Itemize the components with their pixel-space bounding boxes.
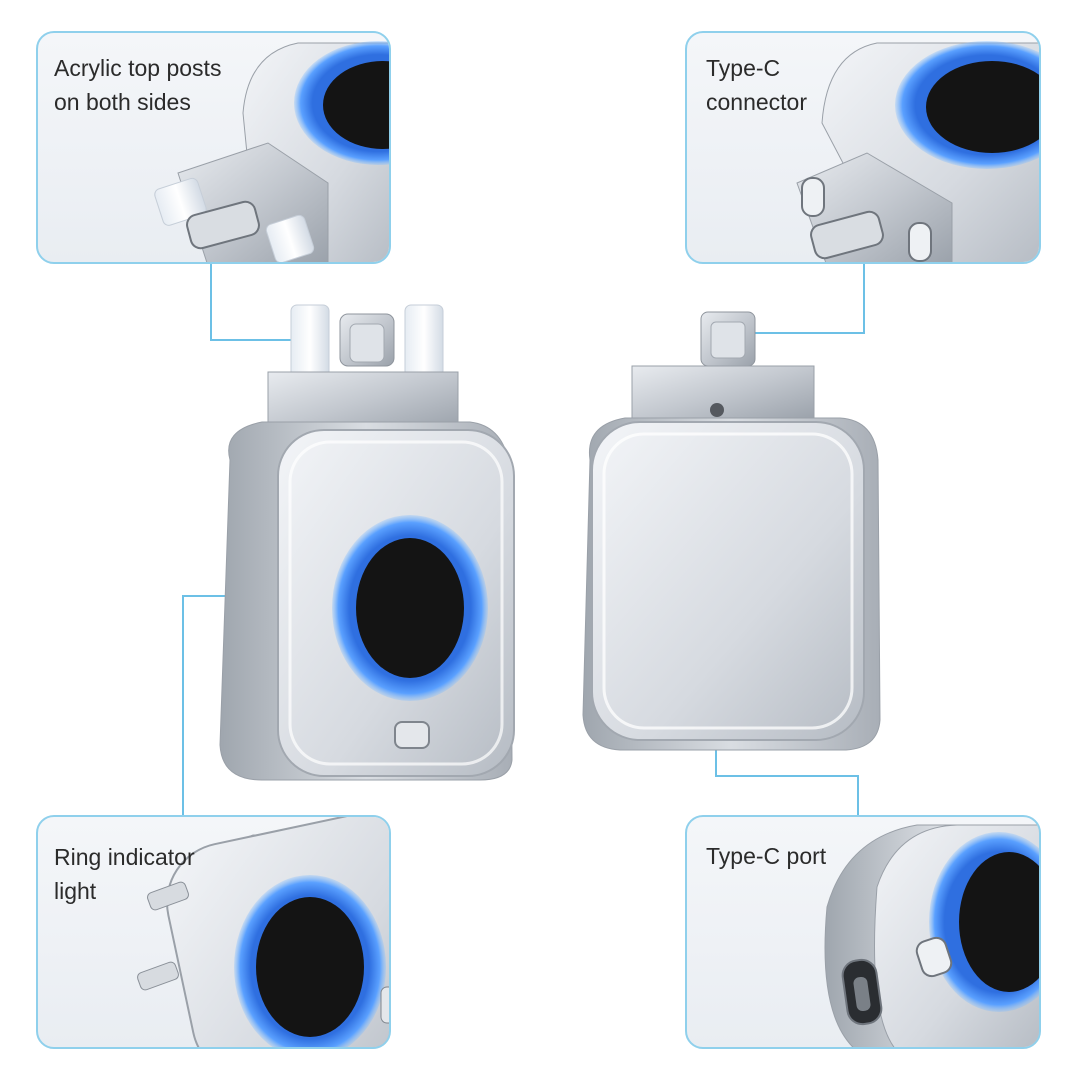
callout-type-c-connector: Type-C connector xyxy=(685,31,1041,264)
leader-line-top-right xyxy=(754,264,865,334)
type-c-connector-closeup-icon xyxy=(796,41,1039,262)
ring-indicator-closeup-icon xyxy=(137,817,389,1047)
callout-label: Type-C port xyxy=(706,843,827,869)
adapter-back-icon xyxy=(582,311,881,751)
leader-lines xyxy=(182,264,865,815)
leader-line-top-left xyxy=(210,264,292,341)
callout-ring-indicator: Ring indicator light xyxy=(36,815,391,1049)
callout-label: Acrylic top posts on both sides xyxy=(54,55,222,115)
callout-label: Type-C connector xyxy=(706,55,808,115)
callout-label: Ring indicator light xyxy=(54,844,195,904)
acrylic-posts-closeup-icon xyxy=(154,41,389,262)
callout-acrylic-posts: Acrylic top posts on both sides xyxy=(36,31,391,264)
adapter-front-icon xyxy=(219,304,515,781)
callout-type-c-port: Type-C port xyxy=(685,815,1041,1049)
leader-line-bottom-right xyxy=(715,748,859,815)
type-c-port-closeup-icon xyxy=(824,824,1039,1047)
